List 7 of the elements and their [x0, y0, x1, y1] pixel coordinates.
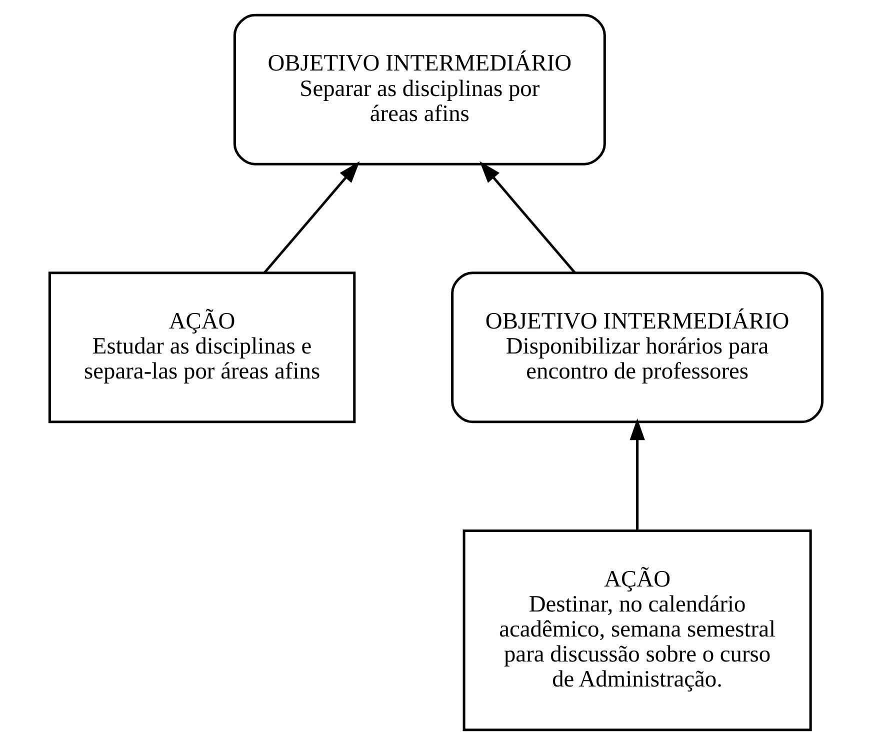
arrow: [480, 161, 576, 274]
node-box: AÇÃO Destinar, no calendário acadêmico, semana semestral para discussão sobre o curso de Administração.: [462, 529, 812, 732]
node-box: OBJETIVO INTERMEDIÁRIO Separar as disciplinas por áreas afins: [233, 14, 606, 166]
node-box: OBJETIVO INTERMEDIÁRIO Disponibilizar horários para encontro de professores: [451, 272, 824, 424]
arrow: [263, 161, 360, 274]
arrow: [630, 418, 645, 530]
node-box: AÇÃO Estudar as disciplinas e separa-las por áreas afins: [48, 272, 356, 424]
